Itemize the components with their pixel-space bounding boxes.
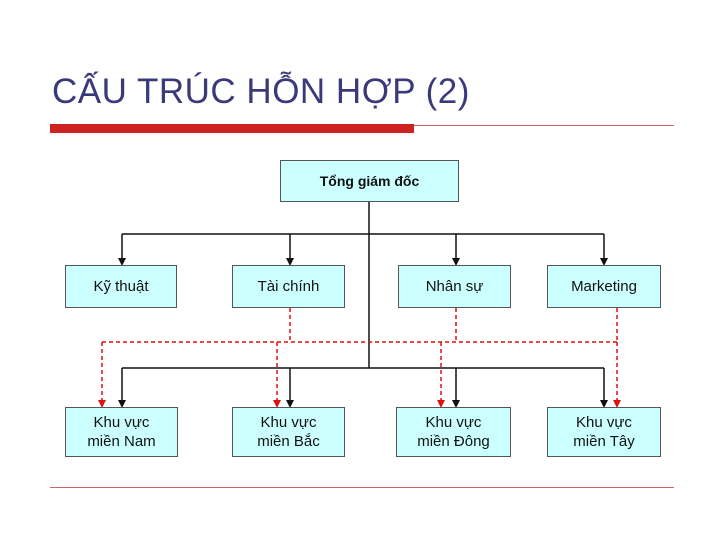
function-box-finance: Tài chính (232, 265, 345, 308)
ceo-box: Tổng giám đốc (280, 160, 459, 202)
region-box-south: Khu vực miền Nam (65, 407, 178, 457)
title-accent-bar (50, 124, 414, 133)
function-box-engineering: Kỹ thuật (65, 265, 177, 308)
region-box-north: Khu vực miền Bắc (232, 407, 345, 457)
solid-connectors (118, 202, 608, 408)
region-box-east: Khu vực miền Đông (396, 407, 511, 457)
region-box-west: Khu vực miền Tây (547, 407, 661, 457)
dashed-connectors (98, 308, 621, 408)
footer-rule (50, 487, 674, 488)
slide-title: CẤU TRÚC HỖN HỢP (2) (52, 72, 470, 111)
function-box-marketing: Marketing (547, 265, 661, 308)
function-box-hr: Nhân sự (398, 265, 511, 308)
title-underline (414, 125, 674, 126)
